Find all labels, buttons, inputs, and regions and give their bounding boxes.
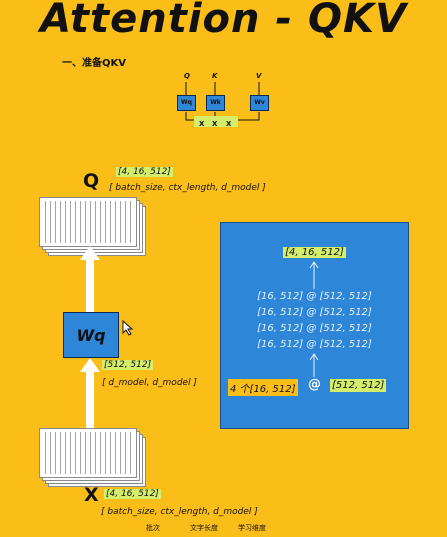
panel-row-4: [16, 512] @ [512, 512] [257, 339, 372, 350]
mini-input-x2: X [212, 120, 218, 128]
panel-bottom-left: 4 个[16, 512] [228, 379, 298, 396]
x-letter: X [84, 484, 99, 506]
mini-input-x1: X [199, 120, 205, 128]
q-shape: [4, 16, 512] [116, 167, 173, 177]
wq-shape-desc: [ d_model, d_model ] [102, 378, 197, 388]
x-label-dmodel: 学习维度 [238, 524, 266, 532]
cursor-icon [122, 320, 134, 336]
wq-shape: [512, 512] [102, 360, 154, 370]
q-shape-desc: [ batch_size, ctx_length, d_model ] [109, 183, 266, 193]
mini-input-x3: X [226, 120, 232, 128]
matmul-panel: [4, 16, 512] [16, 512] @ [512, 512] [16,… [220, 222, 409, 429]
arrow-wq-to-q [80, 246, 100, 312]
x-label-batch: 批次 [146, 524, 160, 532]
mini-output-v: V [256, 72, 262, 80]
x-shape-desc: [ batch_size, ctx_length, d_model ] [101, 507, 258, 517]
mini-output-k: K [212, 72, 218, 80]
x-shape: [4, 16, 512] [104, 489, 161, 499]
panel-result: [4, 16, 512] [283, 247, 346, 258]
mini-box-wv: Wv [250, 95, 269, 111]
section-heading: 一、准备QKV [62, 58, 126, 69]
mini-box-wq: Wq [177, 95, 196, 111]
x-label-ctx: 文字长度 [190, 524, 218, 532]
q-letter: Q [83, 170, 100, 192]
mini-diagram-lines [185, 82, 260, 127]
arrow-x-to-wq [80, 358, 100, 436]
panel-bottom-op: @ [308, 377, 321, 392]
panel-row-2: [16, 512] @ [512, 512] [257, 307, 372, 318]
wq-box: Wq [63, 312, 119, 358]
panel-arrow-2 [309, 353, 319, 377]
mini-box-wk: Wk [206, 95, 225, 111]
page-title: Attention - QKV [40, 0, 407, 42]
mini-output-q: Q [184, 72, 190, 80]
panel-arrow-1 [309, 261, 319, 289]
panel-bottom-right: [512, 512] [330, 379, 387, 392]
panel-row-1: [16, 512] @ [512, 512] [257, 291, 372, 302]
panel-row-3: [16, 512] @ [512, 512] [257, 323, 372, 334]
